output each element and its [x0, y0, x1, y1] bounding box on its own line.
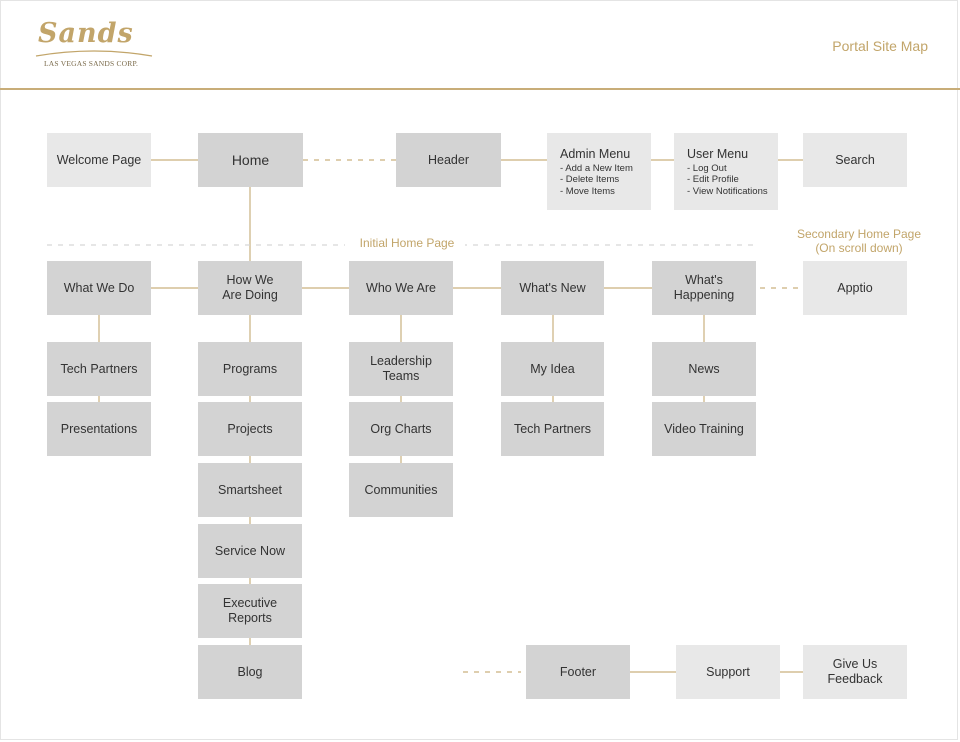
label-line: Secondary Home Page — [796, 227, 922, 241]
secondary-home-label: Secondary Home Page (On scroll down) — [782, 227, 936, 256]
node-label: Welcome Page — [56, 152, 142, 167]
node-label: User Menu — [687, 147, 749, 161]
admin-menu-node: Admin Menu - Add a New Item - Delete Ite… — [547, 133, 651, 210]
node-label: Video Training — [664, 421, 744, 436]
projects-node: Projects — [198, 402, 302, 456]
node-label-line: Feedback — [827, 672, 883, 686]
node-label: Communities — [364, 482, 438, 497]
initial-home-label: Initial Home Page — [349, 236, 465, 251]
programs-node: Programs — [198, 342, 302, 396]
menu-item: - Move Items — [560, 185, 615, 197]
node-label: Tech Partners — [513, 421, 592, 436]
blog-node: Blog — [198, 645, 302, 699]
menu-item: - Delete Items — [560, 174, 620, 186]
label-text: Initial Home Page — [359, 236, 455, 250]
node-label: My Idea — [530, 361, 575, 376]
label-line: (On scroll down) — [815, 240, 903, 255]
node-label: Presentations — [60, 421, 138, 436]
node-label: Header — [428, 152, 469, 167]
node-label: Admin Menu — [560, 147, 631, 161]
page-header: Sands LAS VEGAS SANDS CORP. Portal Site … — [0, 0, 960, 90]
user-menu-node: User Menu - Log Out - Edit Profile - Vie… — [674, 133, 778, 210]
node-label: What We Do — [63, 280, 135, 295]
smartsheet-node: Smartsheet — [198, 463, 302, 517]
node-label: Apptio — [837, 280, 873, 295]
service-now-node: Service Now — [198, 524, 302, 578]
node-label-line: Are Doing — [222, 288, 278, 302]
tech-partners-new-node: Tech Partners — [501, 402, 604, 456]
node-label: What's New — [519, 280, 586, 295]
presentations-node: Presentations — [47, 402, 151, 456]
node-label: Blog — [237, 664, 263, 679]
node-label: Smartsheet — [218, 482, 282, 497]
home-node: Home — [198, 133, 303, 187]
node-label: Home — [231, 151, 270, 168]
node-label-line: Give Us — [832, 657, 878, 671]
logo-subtitle: LAS VEGAS SANDS CORP. — [44, 59, 139, 68]
apptio-node: Apptio — [803, 261, 907, 315]
node-label-line: Teams — [382, 369, 420, 383]
news-node: News — [652, 342, 756, 396]
leadership-teams-node: Leadership Teams — [349, 342, 453, 396]
node-label: Projects — [227, 421, 273, 436]
header-divider — [0, 88, 960, 90]
communities-node: Communities — [349, 463, 453, 517]
node-label-line: Leadership — [370, 354, 432, 368]
logo-wordmark: Sands — [38, 18, 134, 49]
node-label: Who We Are — [366, 280, 436, 295]
node-label: Programs — [222, 361, 278, 376]
sands-logo: Sands LAS VEGAS SANDS CORP. — [34, 18, 154, 74]
footer-node: Footer — [526, 645, 630, 699]
executive-reports-node: Executive Reports — [198, 584, 302, 638]
node-label: News — [688, 361, 720, 376]
node-label-line: Happening — [673, 288, 735, 302]
node-label: Tech Partners — [60, 361, 138, 376]
node-label: Footer — [559, 664, 597, 679]
my-idea-node: My Idea — [501, 342, 604, 396]
whats-happening-node: What's Happening — [652, 261, 756, 315]
give-us-feedback-node: Give Us Feedback — [803, 645, 907, 699]
menu-item: - View Notifications — [687, 185, 768, 197]
menu-item: - Log Out — [687, 163, 727, 174]
video-training-node: Video Training — [652, 402, 756, 456]
node-label-line: What's — [685, 273, 723, 287]
node-label-line: Executive — [222, 596, 278, 610]
support-node: Support — [676, 645, 780, 699]
node-label: Org Charts — [370, 421, 432, 436]
menu-item: - Add a New Item — [560, 163, 633, 174]
who-we-are-node: Who We Are — [349, 261, 453, 315]
what-we-do-node: What We Do — [47, 261, 151, 315]
node-label: Service Now — [214, 543, 286, 558]
page-title: Portal Site Map — [832, 38, 928, 54]
menu-item: - Edit Profile — [687, 174, 739, 186]
node-label-line: How We — [226, 273, 274, 287]
node-label: Support — [706, 664, 750, 679]
search-node: Search — [803, 133, 907, 187]
org-charts-node: Org Charts — [349, 402, 453, 456]
header-node: Header — [396, 133, 501, 187]
logo-swoosh-icon — [35, 50, 153, 57]
node-label: Search — [835, 152, 875, 167]
node-label-line: Reports — [228, 611, 272, 625]
whats-new-node: What's New — [501, 261, 604, 315]
tech-partners-node: Tech Partners — [47, 342, 151, 396]
how-we-are-doing-node: How We Are Doing — [198, 261, 302, 315]
welcome-page-node: Welcome Page — [47, 133, 151, 187]
